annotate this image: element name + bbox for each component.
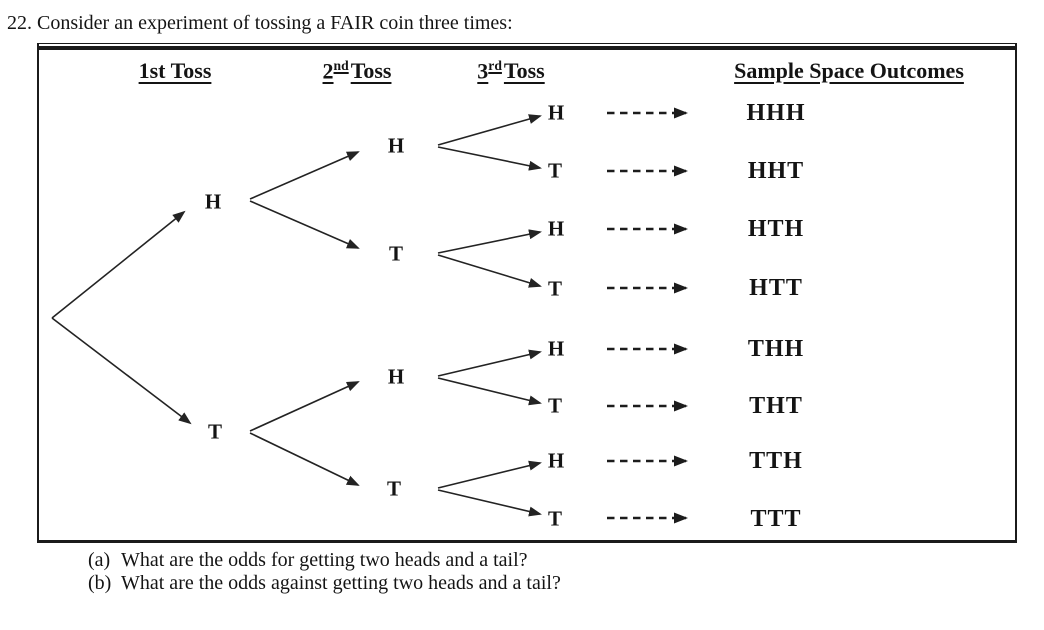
outcome-tth: TTH	[749, 448, 803, 474]
outcome-tht: THT	[749, 393, 803, 419]
header-number: 3	[477, 58, 489, 84]
outcome-ttt: TTT	[750, 506, 802, 532]
column-header-sample-space-outcomes: Sample Space Outcomes	[734, 58, 964, 84]
question-a-text: What are the odds for getting two heads …	[121, 549, 528, 571]
header-number: 2	[322, 58, 334, 84]
toss2-node-hh: H	[387, 133, 405, 158]
toss2-node-ht: T	[388, 241, 404, 266]
header-ordinal-sup: nd	[333, 58, 349, 73]
column-header-1st-toss: 1st Toss	[139, 58, 212, 84]
outcome-hht: HHT	[747, 158, 805, 184]
toss3-node-8: T	[547, 506, 563, 531]
question-b-text: What are the odds against getting two he…	[121, 572, 561, 594]
header-word: Toss	[503, 58, 545, 84]
toss1-node-h: H	[204, 189, 222, 214]
outcome-htt: HTT	[749, 275, 803, 301]
question-b-marker: (b)	[88, 572, 112, 594]
column-header-2nd-toss: 2ndToss	[323, 58, 392, 84]
header-label: 1st Toss	[138, 58, 212, 83]
outcome-dashed-arrows	[607, 107, 688, 524]
header-ordinal-sup: rd	[488, 58, 502, 73]
outcome-hhh: HHH	[746, 100, 806, 126]
toss3-node-3: H	[547, 216, 565, 241]
toss3-node-4: T	[547, 276, 563, 301]
toss2-node-tt: T	[386, 476, 402, 501]
toss3-node-1: H	[547, 100, 565, 125]
toss3-node-5: H	[547, 336, 565, 361]
question-a: (a) What are the odds for getting two hea…	[88, 549, 528, 572]
toss2-node-th: H	[387, 364, 405, 389]
toss3-node-2: T	[547, 158, 563, 183]
toss3-node-6: T	[547, 393, 563, 418]
question-b: (b) What are the odds against getting two…	[88, 572, 561, 595]
header-word: Toss	[350, 58, 392, 84]
header-label: Sample Space Outcomes	[734, 58, 964, 83]
tree-diagram-box	[37, 43, 1017, 543]
problem-title: 22. Consider an experiment of tossing a …	[7, 12, 513, 34]
outcome-thh: THH	[747, 336, 805, 362]
outcome-hth: HTH	[747, 216, 805, 242]
toss1-node-t: T	[207, 419, 223, 444]
branch-arrows	[51, 114, 542, 517]
question-a-marker: (a)	[88, 549, 111, 571]
toss3-node-7: H	[547, 448, 565, 473]
column-header-3rd-toss: 3rdToss	[477, 58, 544, 84]
